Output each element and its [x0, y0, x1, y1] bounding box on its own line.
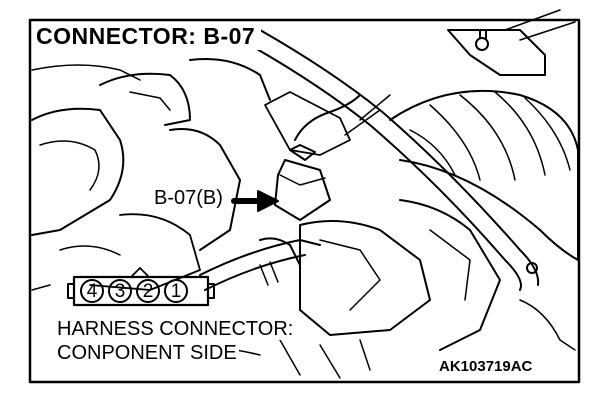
diagram-title: CONNECTOR: B-07	[36, 25, 262, 50]
bolt	[475, 37, 489, 51]
tube	[199, 239, 321, 276]
figure-code: AK103719AC	[437, 358, 535, 375]
pin-circle	[108, 279, 132, 303]
pin-circle	[164, 279, 188, 303]
pin-number: 3	[114, 281, 126, 302]
pin-number: 4	[86, 281, 98, 302]
connector-b07	[274, 159, 331, 221]
intake-hose	[389, 89, 579, 261]
cable	[259, 29, 540, 286]
view-label-line2: CONPONENT SIDE	[55, 342, 239, 364]
engine-part-left	[31, 107, 125, 236]
pin-circle	[80, 279, 104, 303]
bracket	[447, 29, 546, 76]
pin-number: 2	[142, 281, 154, 302]
view-label-line1: HARNESS CONNECTOR:	[55, 318, 296, 340]
pin-circle	[136, 279, 160, 303]
connector-face	[67, 267, 215, 307]
pin-number: 1	[170, 281, 182, 302]
bracket-lower	[299, 220, 431, 336]
connector-callout-label: B-07(B)	[152, 187, 225, 209]
